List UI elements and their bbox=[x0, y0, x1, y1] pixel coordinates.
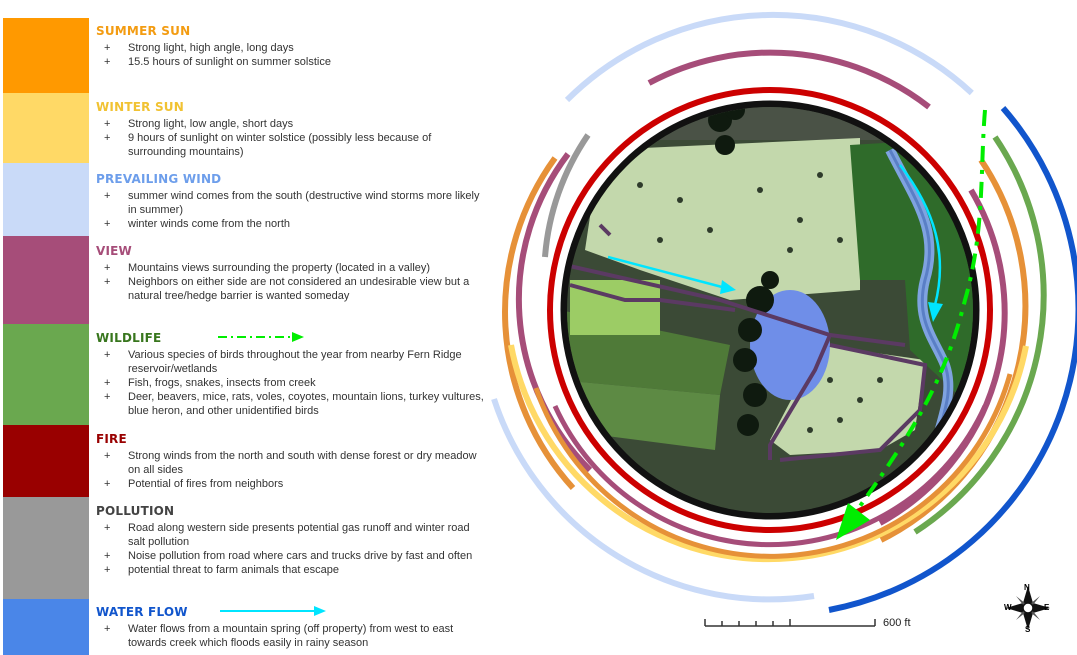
legend-prevailing-wind: PREVAILING WIND +summer wind comes from … bbox=[96, 172, 486, 231]
ring-winter-south bbox=[508, 344, 1029, 563]
legend-pollution: POLLUTION +Road along western side prese… bbox=[96, 504, 486, 577]
bullet-item: +Various species of birds throughout the… bbox=[104, 349, 462, 375]
bullet-item: +Water flows from a mountain spring (off… bbox=[104, 623, 454, 649]
scale-label: 600 ft bbox=[883, 617, 911, 629]
bullet-item: +Potential of fires from neighbors bbox=[104, 478, 284, 490]
compass-letter-w: W bbox=[1004, 603, 1012, 612]
category-title: VIEW bbox=[96, 244, 132, 258]
legend-winter-sun: WINTER SUN +Strong light, low angle, sho… bbox=[96, 100, 486, 159]
water-arrow-symbol bbox=[220, 606, 326, 616]
bullet-item: +winter winds come from the north bbox=[104, 218, 291, 230]
bullet-item: +potential threat to farm animals that e… bbox=[104, 564, 339, 576]
ring-fire bbox=[547, 87, 993, 533]
aerial-map bbox=[567, 107, 973, 513]
legend-view: VIEW +Mountains views surrounding the pr… bbox=[96, 244, 486, 303]
bullet-item: +Strong light, low angle, short days bbox=[104, 118, 294, 130]
ring-pollution-west bbox=[542, 133, 591, 258]
bullet-item: +Road along western side presents potent… bbox=[104, 522, 470, 548]
ring-wildlife-east bbox=[913, 135, 1047, 535]
category-title: WILDLIFE bbox=[96, 331, 486, 345]
wetland bbox=[750, 290, 830, 400]
ring-summer-south bbox=[533, 373, 1013, 559]
scale-bar bbox=[704, 619, 876, 627]
bullet-item: +9 hours of sunlight on winter solstice … bbox=[104, 132, 432, 158]
ring-wind-north bbox=[564, 11, 974, 103]
wildlife-arrow-symbol bbox=[218, 332, 304, 342]
ring-view-north bbox=[647, 49, 931, 110]
legend-summer-sun: SUMMER SUN +Strong light, high angle, lo… bbox=[96, 24, 486, 69]
ring-water-east bbox=[828, 106, 1077, 613]
ring-view-east bbox=[878, 188, 1008, 526]
ring-view-south bbox=[552, 404, 988, 548]
ring-summer-west bbox=[502, 156, 576, 491]
compass-letter-s: S bbox=[1025, 625, 1031, 634]
bullet-item: +Deer, beavers, mice, rats, voles, coyot… bbox=[104, 391, 484, 417]
bullet-item: +Strong winds from the north and south w… bbox=[104, 450, 477, 476]
creek bbox=[885, 147, 954, 451]
analysis-rings bbox=[491, 11, 1077, 613]
swatch-wildlife bbox=[3, 324, 89, 425]
swatch-view bbox=[3, 236, 89, 324]
legend-fire: FIRE +Strong winds from the north and so… bbox=[96, 432, 486, 491]
ring-summer-east bbox=[879, 158, 1029, 543]
flow-arrows bbox=[607, 109, 987, 540]
swatch-pollution bbox=[3, 497, 89, 599]
swatch-water-flow bbox=[3, 599, 89, 655]
map-border bbox=[560, 100, 980, 520]
legend-wildlife: WILDLIFE +Various species of birds throu… bbox=[96, 331, 486, 418]
category-title: POLLUTION bbox=[96, 504, 175, 518]
bullet-item: +15.5 hours of sunlight on summer solsti… bbox=[104, 56, 331, 68]
wildlife-path bbox=[848, 109, 987, 522]
bullet-item: +summer wind comes from the south (destr… bbox=[104, 190, 480, 216]
swatch-winter-sun bbox=[3, 93, 89, 163]
bullet-item: +Mountains views surrounding the propert… bbox=[104, 262, 431, 274]
category-title: WINTER SUN bbox=[96, 100, 184, 114]
bullet-item: +Strong light, high angle, long days bbox=[104, 42, 294, 54]
ring-wind-south bbox=[491, 398, 815, 603]
compass-letter-e: E bbox=[1044, 603, 1050, 612]
category-title: FIRE bbox=[96, 432, 127, 446]
category-title: WATER FLOW bbox=[96, 605, 486, 619]
bullet-item: +Noise pollution from road where cars an… bbox=[104, 550, 473, 562]
bullet-item: +Fish, frogs, snakes, insects from creek bbox=[104, 377, 316, 389]
swatch-prevailing-wind bbox=[3, 163, 89, 236]
compass-letter-n: N bbox=[1024, 583, 1030, 592]
category-title: PREVAILING WIND bbox=[96, 172, 222, 186]
category-title: SUMMER SUN bbox=[96, 24, 191, 38]
bullet-item: +Neighbors on either side are not consid… bbox=[104, 276, 470, 302]
legend-water-flow: WATER FLOW +Water flows from a mountain … bbox=[96, 605, 486, 650]
swatch-fire bbox=[3, 425, 89, 497]
ring-view-west bbox=[515, 152, 593, 473]
swatch-summer-sun bbox=[3, 18, 89, 93]
